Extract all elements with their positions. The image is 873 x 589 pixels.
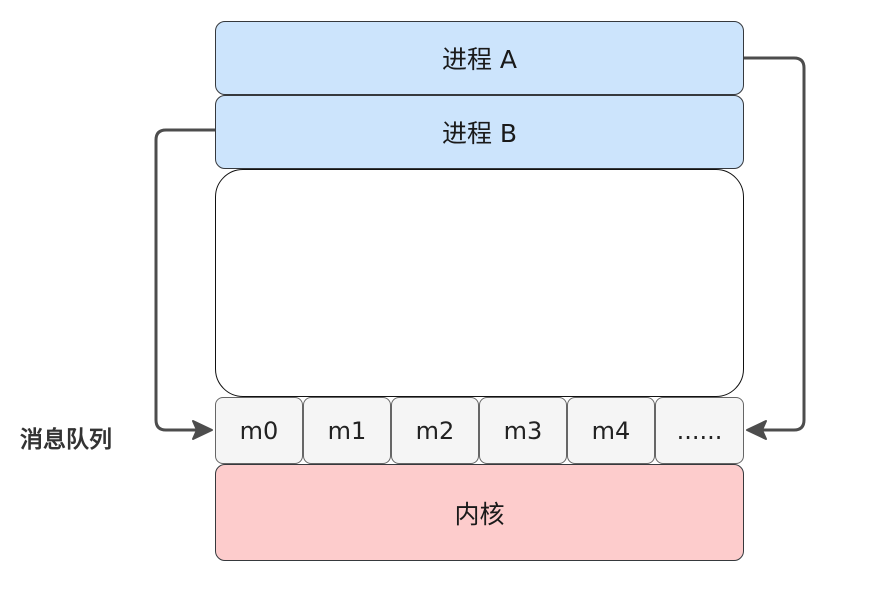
memory-area <box>215 169 744 397</box>
process-b-box: 进程 B <box>215 95 744 169</box>
arrowhead-right-icon <box>192 420 213 440</box>
connector-a-to-queue <box>744 56 806 432</box>
queue-slot: m2 <box>391 397 479 464</box>
queue-slot-label: ...... <box>676 416 723 445</box>
queue-slot: m4 <box>567 397 655 464</box>
queue-slot-label: m4 <box>591 416 631 445</box>
queue-slot-label: m2 <box>415 416 455 445</box>
connector-b-to-queue <box>154 128 215 432</box>
queue-slot: m0 <box>215 397 303 464</box>
queue-slot: m1 <box>303 397 391 464</box>
queue-slot-label: m0 <box>239 416 279 445</box>
kernel-label: 内核 <box>454 499 505 529</box>
message-queue-label: 消息队列 <box>20 427 112 453</box>
queue-slot-label: m3 <box>503 416 543 445</box>
process-a-box: 进程 A <box>215 21 744 95</box>
process-a-label: 进程 A <box>441 45 518 74</box>
arrowhead-left-icon <box>746 420 767 440</box>
queue-slot: ...... <box>655 397 744 464</box>
kernel-box: 内核 <box>215 464 744 561</box>
process-b-label: 进程 B <box>441 119 518 148</box>
queue-slot-label: m1 <box>327 416 367 445</box>
queue-slot: m3 <box>479 397 567 464</box>
